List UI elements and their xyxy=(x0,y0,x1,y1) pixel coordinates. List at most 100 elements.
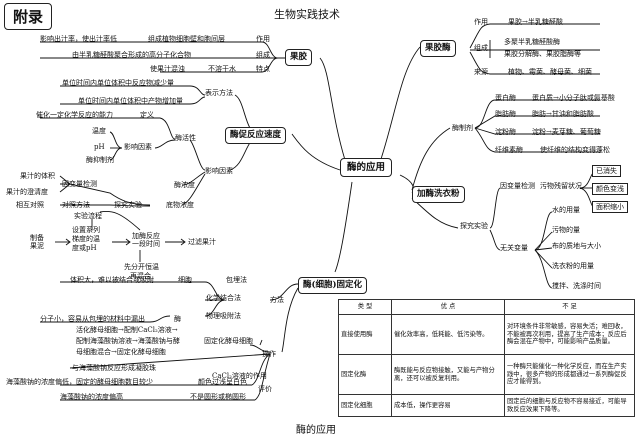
pectin-effect-tag: 作用 xyxy=(256,35,270,43)
method-label: 方法 xyxy=(270,296,284,304)
enzyme-desc: 蛋白质→小分子肽或氨基酸 xyxy=(532,94,615,102)
explore-label: 探究实验 xyxy=(114,201,142,209)
flow-design-line: 设置系列 xyxy=(72,226,100,234)
enzyme-name: 蛋白酶 xyxy=(495,94,516,102)
influence-label: 影响因素 xyxy=(205,167,233,175)
pectin-feature-text: 使果汁混浊 xyxy=(150,65,185,73)
catalysis-text: 催化一定化学反应的能力 xyxy=(36,111,113,119)
flow-design-line: 度或pH xyxy=(72,244,97,252)
type-cell: 固定化细胞 xyxy=(338,394,392,417)
hint-cacl2: 与海藻酸钠反应形成凝胶珠 xyxy=(72,364,156,372)
repr-method-label: 表示方法 xyxy=(205,89,233,97)
pectin-effect-mid: 组成植物细胞壁和胞间层 xyxy=(148,35,225,43)
pectinase-composition-item: 多聚半乳糖醛酸酶 xyxy=(504,38,560,46)
pectin-feature-tag: 特点 xyxy=(256,65,270,73)
factor-ph: pH xyxy=(94,143,105,151)
juice-clarity: 果汁的澄清度 xyxy=(6,188,48,196)
comparison-table: 类 型 优 点 不 足 直接使用酶 催化效率高，低耗能、低污染等。 对环境条件非… xyxy=(338,299,635,417)
flow-note-line: 再混合 xyxy=(130,272,151,280)
operation-label: 操作 xyxy=(262,350,276,358)
definition-label: 定义 xyxy=(140,111,154,119)
figure-caption: 酶的应用 xyxy=(296,425,336,436)
flow-prep: 制备果泥 xyxy=(30,234,44,250)
hint-high-conc-tag: 不是圆形或椭圆形 xyxy=(190,393,246,401)
chem-method: 化学结合法 xyxy=(206,294,241,302)
pro-cell: 催化效率高，低耗能、低污染等。 xyxy=(391,314,505,355)
pro-cell: 酶既能与反应物接触，又能与产物分离，还可以被反复利用。 xyxy=(391,354,505,395)
detergent-explore-label: 探究实验 xyxy=(460,222,488,230)
enzyme-conc-label: 酶浓度 xyxy=(174,181,195,189)
enzyme-label: 酶 xyxy=(174,315,181,323)
hint-high-conc: 海藻酸钠的浓度偏高 xyxy=(60,393,123,401)
indicator-smaller: 面积缩小 xyxy=(592,201,628,213)
enzyme-activity-label: 酶活性 xyxy=(175,134,196,142)
juice-volume: 果汁的体积 xyxy=(20,172,55,180)
phys-method: 物理吸附法 xyxy=(206,312,241,320)
table-row: 固定化细胞 成本低，操作更容易 固定后的细胞与反应物不容易接近，可能导致反应效果… xyxy=(338,394,635,417)
table-header: 类 型 xyxy=(338,299,392,315)
repr-item: 单位时间内单位体积中产物增加量 xyxy=(78,97,183,105)
indicator-lighter: 颜色变浅 xyxy=(592,183,628,195)
fixed-yeast-label: 固定化酵母细胞 xyxy=(204,337,253,345)
reaction-speed-node: 酶促反应速度 xyxy=(225,127,287,144)
pectinase-composition-item: 果胶分解酶、果胶脂酶等 xyxy=(504,50,581,58)
dependent-label: 因变量检测 xyxy=(500,182,535,190)
variable-detect-label: 因变量检测 xyxy=(62,180,97,188)
pectin-composition-text: 由半乳糖醛酸聚合形成的高分子化合物 xyxy=(72,51,191,59)
step-line: 母细胞混合→固定化酵母细胞 xyxy=(76,348,166,356)
enzyme-name: 脂肪酶 xyxy=(495,110,516,118)
type-cell: 直接使用酶 xyxy=(338,314,392,355)
molecule-text: 分子小，容易从包埋的材料中漏出 xyxy=(40,315,145,323)
factor-inhibitor: 酶抑制剂 xyxy=(86,156,114,164)
pectin-composition-tag: 组成 xyxy=(256,51,270,59)
detergent-node: 加酶洗衣粉 xyxy=(412,186,465,203)
table-header: 不 足 xyxy=(504,299,635,315)
enzyme-desc: 脂肪→甘油和脂肪酸 xyxy=(532,110,594,118)
flow-filter: 过滤果汁 xyxy=(188,238,216,246)
repr-item: 单位时间内单位体积中反应物减少量 xyxy=(62,79,174,87)
step-line: 配制海藻酸钠溶液→海藻酸钠与酵 xyxy=(76,337,180,345)
pectin-effect-text: 影响出汁率，使出汁率低 xyxy=(40,35,117,43)
irrelevant-item: 水的用量 xyxy=(552,206,580,214)
evaluate-label: 评价 xyxy=(258,385,272,393)
pectinase-source-key: 来源 xyxy=(474,68,488,76)
enzyme-name: 淀粉酶 xyxy=(495,128,516,136)
irrelevant-item: 搅拌、洗涤时间 xyxy=(552,282,601,290)
embed-method: 包埋法 xyxy=(226,276,247,284)
flow-title: 实验流程 xyxy=(74,212,102,220)
indicator-gone: 已消失 xyxy=(592,165,621,177)
flow-design-line: 梯度的温 xyxy=(72,235,100,243)
pectinase-function-value: 果胶→半乳糖醛酸 xyxy=(508,18,563,26)
pectinase-composition-key: 组成 xyxy=(474,44,488,52)
factor-temperature: 温度 xyxy=(92,127,106,135)
irrelevant-item: 洗衣粉的用量 xyxy=(552,262,594,270)
mutual-control: 相互对照 xyxy=(16,201,44,209)
pro-cell: 成本低，操作更容易 xyxy=(391,394,505,417)
type-cell: 固定化酶 xyxy=(338,354,392,395)
irrelevant-item: 污物的量 xyxy=(552,226,580,234)
irrelevant-label: 无关变量 xyxy=(500,244,528,252)
drawback-text: 体积大，难以被结合或吸附 xyxy=(70,276,154,284)
table-header: 优 点 xyxy=(391,299,505,315)
immobilization-node: 酶(细胞)固定化 xyxy=(298,277,368,294)
pectin-node: 果胶 xyxy=(285,49,313,66)
flow-note-line: 先分开恒温 xyxy=(124,263,159,271)
irrelevant-item: 布的质地与大小 xyxy=(552,242,601,250)
table-row: 固定化酶 酶既能与反应物接触，又能与产物分离，还可以被反复利用。 一种酶只能催化… xyxy=(338,354,635,395)
hint-low-conc: 海藻酸钠的浓度偏低，固定的酵母细胞数目较少 xyxy=(6,378,153,386)
appendix-badge: 附录 xyxy=(4,3,53,30)
cell-label: 细胞 xyxy=(178,276,192,284)
pectin-feature-mid: 不溶于水 xyxy=(208,65,236,73)
center-node: 酶的应用 xyxy=(340,158,393,177)
pectinase-node: 果胶酶 xyxy=(420,40,456,57)
dependent-desc: 污物残留状况 xyxy=(540,182,582,190)
table-header-row: 类 型 优 点 不 足 xyxy=(338,299,635,315)
enzyme-name: 纤维素酶 xyxy=(495,146,523,154)
con-cell: 对环境条件非常敏感，容易失活；难回收，不能被再次利用，提高了生产成本；反应后酶会… xyxy=(504,314,635,355)
enzyme-desc: 使纤维的结构变得蓬松 xyxy=(540,146,610,154)
enzyme-prep-label: 酶制剂 xyxy=(452,124,473,132)
control-method-label: 对照方法 xyxy=(62,201,90,209)
hint-cacl2-tag: CaCl₂溶液的作用 xyxy=(212,372,267,380)
